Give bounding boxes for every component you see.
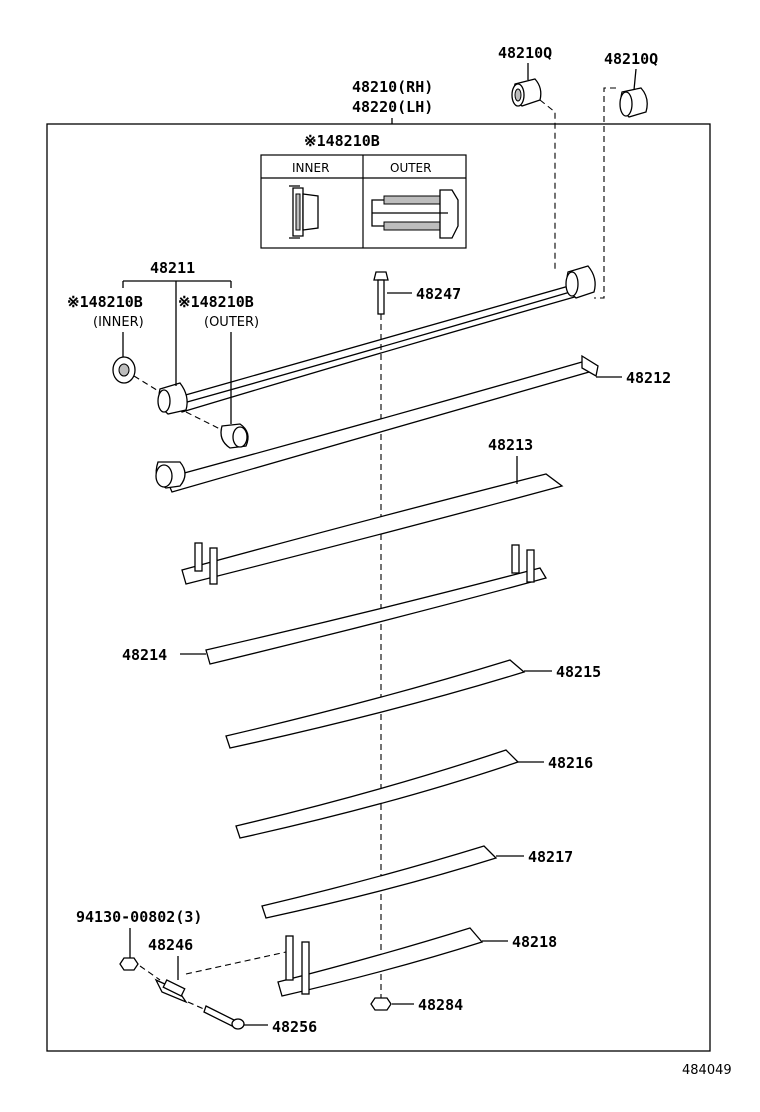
diagram-frame: [46, 123, 711, 1052]
label-148210b-inner: ※148210B: [67, 293, 143, 311]
label-48214: 48214: [122, 646, 167, 664]
center-bolt-48247[interactable]: [373, 271, 389, 315]
label-48247: 48247: [416, 285, 461, 303]
nut-94130-00802[interactable]: [119, 957, 139, 971]
inset-inner-bushing-icon: [289, 185, 319, 239]
dash-48210q-right: [594, 87, 616, 299]
leaf-48212[interactable]: [155, 354, 599, 493]
dash-nut-spacer: [139, 965, 161, 981]
nut-48284[interactable]: [370, 997, 392, 1011]
clip-rear: [511, 544, 535, 583]
eye-bushing-rear[interactable]: [565, 265, 596, 299]
leaf-48213-lower[interactable]: [205, 567, 547, 665]
leaf-48213[interactable]: [181, 473, 564, 585]
spacer-48246[interactable]: [154, 978, 188, 1004]
label-48212: 48212: [626, 369, 671, 387]
label-bushing-note: ※148210B: [304, 132, 380, 150]
label-48217: 48217: [528, 848, 573, 866]
bushing-48210q-right[interactable]: [619, 87, 648, 118]
label-48246: 48246: [148, 936, 193, 954]
dash-inner: [133, 375, 161, 393]
dash-48210q-left: [539, 99, 556, 272]
diagram-id: 484049: [682, 1063, 732, 1078]
label-48210-rh: 48210(RH): [352, 78, 433, 96]
label-148210b-outer: ※148210B: [178, 293, 254, 311]
dash-outer: [185, 411, 223, 431]
label-48211: 48211: [150, 259, 195, 277]
dash-spacer-bolt: [187, 1001, 207, 1011]
label-48216: 48216: [548, 754, 593, 772]
clip-48218: [285, 935, 310, 995]
inset-inner-header: INNER: [292, 161, 329, 175]
leaf-48217[interactable]: [261, 845, 498, 919]
label-outer-paren: (OUTER): [204, 315, 259, 330]
bushing-48210q-left[interactable]: [511, 78, 542, 107]
label-48284: 48284: [418, 996, 463, 1014]
label-48210q-right: 48210Q: [604, 50, 658, 68]
eye-bushing-front[interactable]: [157, 382, 188, 415]
inset-outer-header: OUTER: [390, 161, 431, 175]
leaf-48216[interactable]: [235, 749, 520, 839]
bushing-148210b-inner[interactable]: [112, 356, 136, 384]
leaf-48218[interactable]: [277, 927, 484, 997]
inset-outer-bushing-icon: [371, 189, 459, 239]
leader-48211: [122, 280, 232, 386]
label-48256: 48256: [272, 1018, 317, 1036]
leaf-48215[interactable]: [225, 659, 526, 749]
label-48220-lh: 48220(LH): [352, 98, 433, 116]
label-48210q-left: 48210Q: [498, 44, 552, 62]
label-94130-00802: 94130-00802(3): [76, 908, 202, 926]
label-inner-paren: (INNER): [93, 315, 144, 330]
leader-48210q-right: [633, 68, 637, 91]
label-48213: 48213: [488, 436, 533, 454]
bushing-148210b-outer[interactable]: [220, 423, 249, 449]
bolt-48256[interactable]: [203, 1005, 245, 1030]
clip-48213: [194, 542, 218, 585]
label-48218: 48218: [512, 933, 557, 951]
label-48215: 48215: [556, 663, 601, 681]
dash-spacer-clip: [185, 951, 287, 975]
